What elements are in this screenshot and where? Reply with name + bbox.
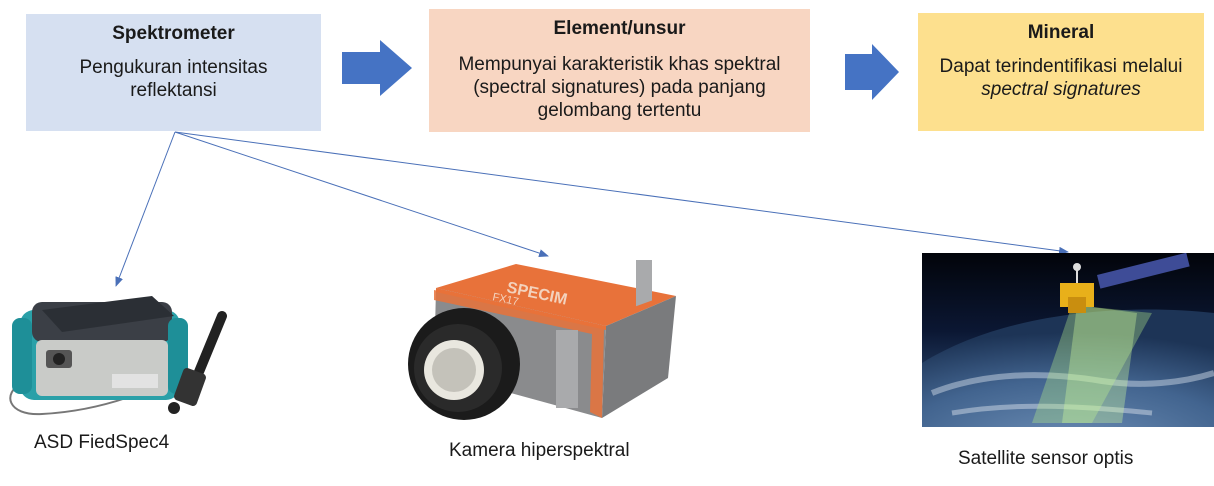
connector-to-satellite	[174, 131, 1069, 255]
element-desc: Mempunyai karakteristik khas spektral (s…	[458, 54, 781, 121]
spektrometer-title: Spektrometer	[112, 23, 235, 44]
spektrometer-desc: Pengukuran intensitas reflektansi	[79, 57, 268, 101]
connector-to-asd	[115, 131, 176, 287]
flow-arrow-1	[342, 40, 412, 96]
element-title: Element/unsur	[553, 18, 686, 39]
camera-model-label: FX17	[491, 291, 519, 308]
spectrometer-device-icon	[9, 296, 227, 416]
mineral-title: Mineral	[1027, 22, 1095, 43]
flow-arrow-2	[845, 44, 899, 100]
satellite-caption: Satellite sensor optis	[958, 448, 1134, 469]
element-box: Element/unsur Mempunyai karakteristik kh…	[429, 9, 810, 132]
asd-caption: ASD FiedSpec4	[34, 432, 170, 453]
mineral-desc-text: Dapat terindentifikasi melalui	[939, 56, 1183, 77]
mineral-box: Mineral Dapat terindentifikasi melalui s…	[918, 13, 1204, 131]
mineral-desc: Dapat terindentifikasi melalui spectral …	[918, 55, 1204, 101]
connector-to-camera	[174, 131, 549, 257]
hyperspectral-camera-icon: SPECIM FX17	[408, 260, 676, 420]
spektrometer-box: Spektrometer Pengukuran intensitas refle…	[26, 14, 321, 131]
camera-caption: Kamera hiperspektral	[449, 440, 630, 461]
mineral-desc-italic: spectral signatures	[981, 79, 1141, 100]
satellite-icon	[922, 253, 1214, 427]
